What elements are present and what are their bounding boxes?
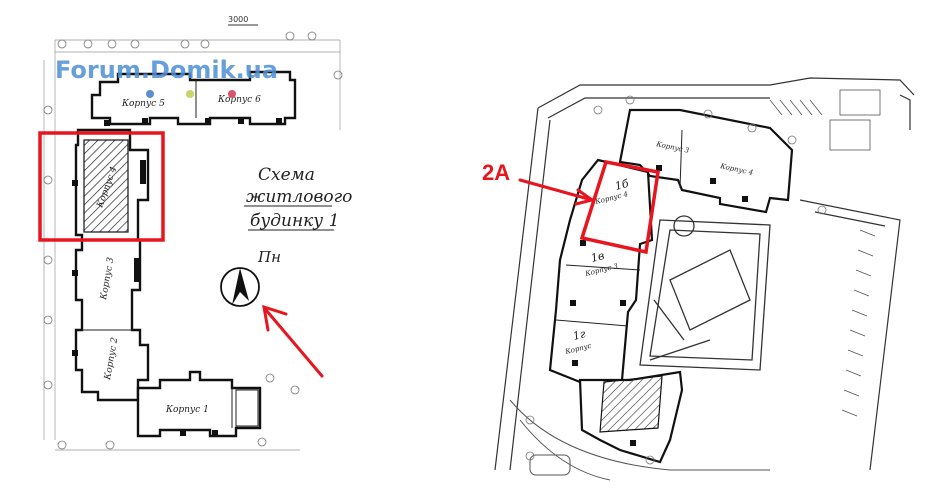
marker-dot-blue	[146, 90, 154, 98]
scheme-title-line2: житлового	[246, 187, 352, 207]
label-1v: 1в	[590, 249, 606, 265]
label-korpus-1: Корпус 1	[165, 405, 209, 415]
building-korpus-5-6	[90, 70, 297, 126]
hatched-section-bottom	[599, 375, 663, 433]
building-korpus-1	[136, 370, 262, 438]
compass-label: Пн	[257, 248, 281, 266]
north-compass-icon	[220, 267, 260, 307]
header-mark: 3000	[228, 15, 248, 24]
label-1b: 1б	[614, 177, 631, 193]
parking-stalls	[769, 89, 881, 417]
label-1g: 1г	[572, 327, 588, 343]
callout-2a-label: 2A	[482, 160, 510, 185]
highlight-box-2a	[579, 159, 660, 255]
scheme-title-line1: Схема	[258, 165, 315, 185]
axis-bubbles	[43, 31, 343, 450]
right-site-plan: 1б Корпус 4 Корпус 3 Корпус 4 1в Корпус …	[470, 0, 937, 496]
watermark-text: Forum.Domik.ua	[55, 56, 278, 84]
left-scheme-drawing: 3000	[38, 15, 353, 451]
hatched-section-korpus-4	[83, 139, 129, 233]
marker-dot-pink	[228, 90, 236, 98]
scheme-title-line3: будинку 1	[250, 211, 339, 231]
right-plan-drawing: 1б Корпус 4 Корпус 3 Корпус 4 1в Корпус …	[470, 0, 937, 496]
marker-dot-yellow	[186, 90, 194, 98]
red-arrow-icon	[262, 304, 324, 378]
label-korpus-6: Корпус 6	[217, 95, 261, 105]
callout-arrow-icon	[518, 178, 596, 206]
courtyard-paths	[639, 215, 771, 371]
bottom-road	[509, 399, 770, 481]
axis-bubbles-right	[525, 95, 827, 465]
left-site-scheme: 3000	[38, 15, 353, 451]
site-roads	[494, 77, 915, 471]
label-korpus-5: Корпус 5	[121, 99, 165, 109]
highlight-box-korpus-4	[38, 131, 165, 242]
